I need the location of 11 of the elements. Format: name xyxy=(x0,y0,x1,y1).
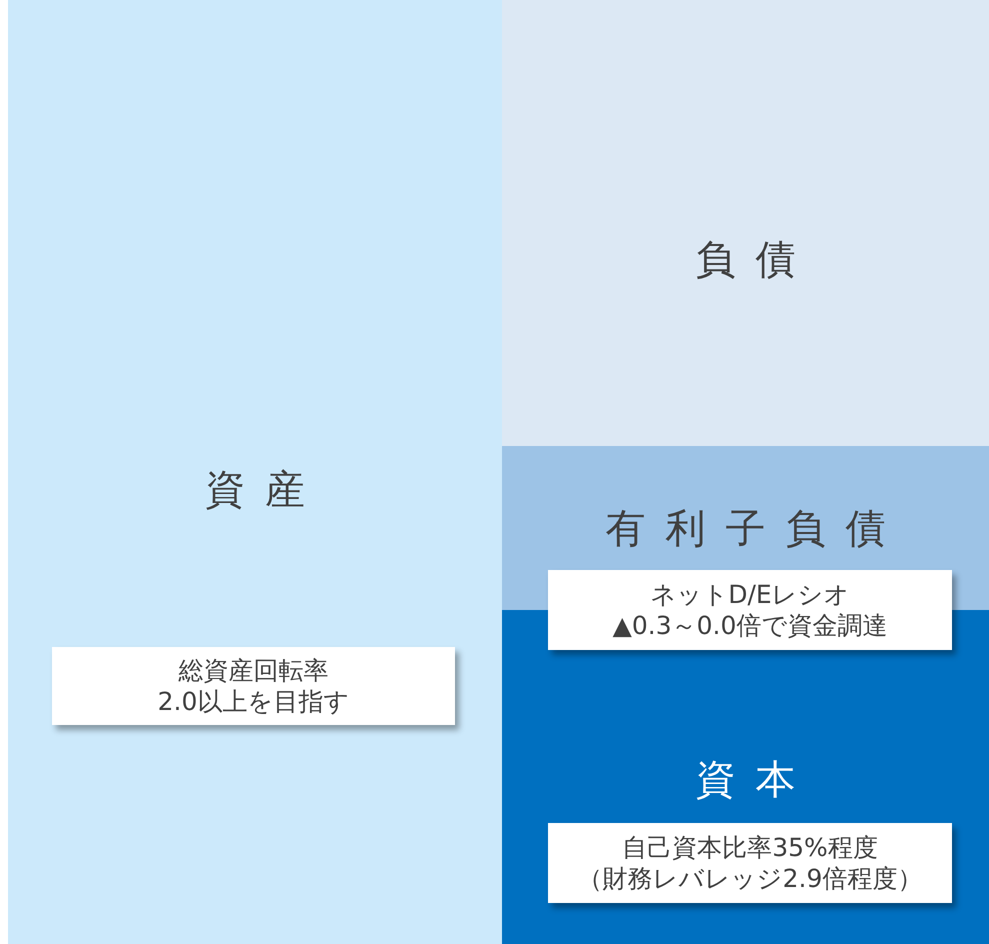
band-label: 有利子負債 xyxy=(604,505,906,554)
band-label: 負債 xyxy=(694,236,816,285)
asset-band xyxy=(8,0,502,944)
band-label: 資産 xyxy=(204,466,326,515)
equity-band xyxy=(502,610,989,944)
debt-band xyxy=(502,446,989,570)
liability-band xyxy=(502,0,989,446)
note-box: ネットD/Eレシオ▲0.3～0.0倍で資金調達 xyxy=(548,570,952,650)
note-box: 総資産回転率2.0以上を目指す xyxy=(52,647,455,725)
band-label: 資本 xyxy=(694,756,816,805)
note-box: 自己資本比率35%程度（財務レバレッジ2.9倍程度） xyxy=(548,823,952,903)
